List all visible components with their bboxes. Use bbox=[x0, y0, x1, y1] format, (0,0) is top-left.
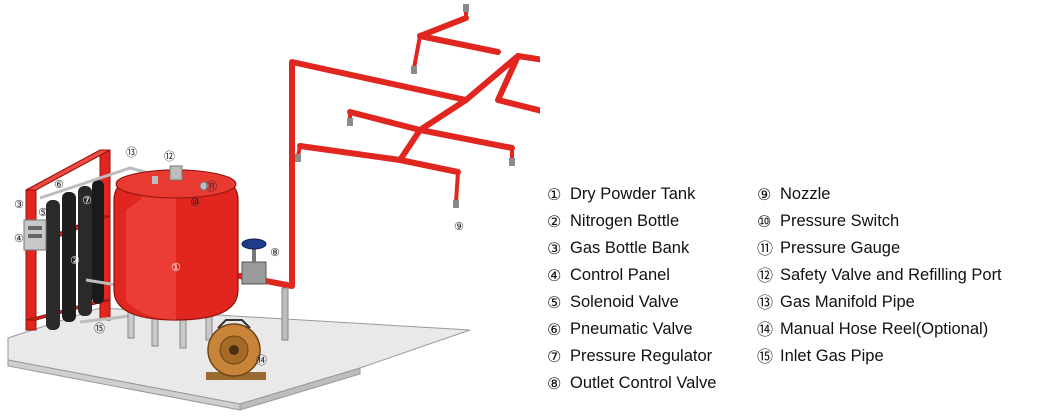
callout-10: ⑩ bbox=[190, 196, 200, 209]
outlet-control-valve bbox=[241, 238, 267, 285]
nitrogen-bottles bbox=[46, 180, 104, 330]
callout-3: ③ bbox=[14, 198, 24, 211]
legend-label: Gas Manifold Pipe bbox=[780, 293, 915, 311]
callout-11: ⑪ bbox=[206, 180, 217, 193]
manual-hose-reel bbox=[206, 319, 266, 380]
legend-label: Pneumatic Valve bbox=[570, 320, 693, 338]
legend-label: Inlet Gas Pipe bbox=[780, 347, 884, 365]
control-panel bbox=[23, 219, 47, 251]
dry-powder-tank bbox=[113, 165, 239, 349]
legend-label: Control Panel bbox=[570, 266, 670, 284]
callout-7: ⑦ bbox=[82, 194, 92, 207]
callout-6: ⑥ bbox=[54, 178, 64, 191]
legend-label: Dry Powder Tank bbox=[570, 185, 696, 203]
callout-2: ② bbox=[70, 254, 80, 267]
callout-5: ⑤ bbox=[38, 206, 48, 219]
callout-13: ⑬ bbox=[126, 146, 137, 159]
fire-suppression-system-diagram: ① ② ③ ④ ⑤ ⑥ ⑦ ⑧ ⑨ ⑩ ⑪ ⑫ ⑬ ⑭ ⑮ bbox=[7, 4, 540, 411]
nozzles bbox=[295, 4, 515, 208]
legend-label: Pressure Gauge bbox=[780, 239, 901, 257]
callout-12: ⑫ bbox=[164, 150, 175, 163]
legend-label: Outlet Control Valve bbox=[570, 374, 717, 392]
support-post bbox=[281, 287, 289, 341]
legend-label: Safety Valve and Refilling Port bbox=[780, 266, 1002, 284]
legend-label: Pressure Regulator bbox=[570, 347, 713, 365]
outlet-piping bbox=[237, 15, 540, 289]
pipe-drops bbox=[296, 8, 514, 203]
legend-label: Pressure Switch bbox=[780, 212, 900, 230]
legend-label: Gas Bottle Bank bbox=[570, 239, 690, 257]
callout-1: ① bbox=[171, 261, 181, 274]
callout-9: ⑨ bbox=[454, 220, 464, 233]
legend-label: Manual Hose Reel(Optional) bbox=[780, 320, 989, 338]
legend-label: Solenoid Valve bbox=[570, 293, 679, 311]
legend-label: Nozzle bbox=[780, 185, 831, 203]
callout-8: ⑧ bbox=[270, 246, 280, 259]
callout-15: ⑮ bbox=[94, 322, 105, 335]
callout-4: ④ bbox=[14, 232, 24, 245]
legend-label: Nitrogen Bottle bbox=[570, 212, 680, 230]
callout-14: ⑭ bbox=[256, 354, 267, 367]
